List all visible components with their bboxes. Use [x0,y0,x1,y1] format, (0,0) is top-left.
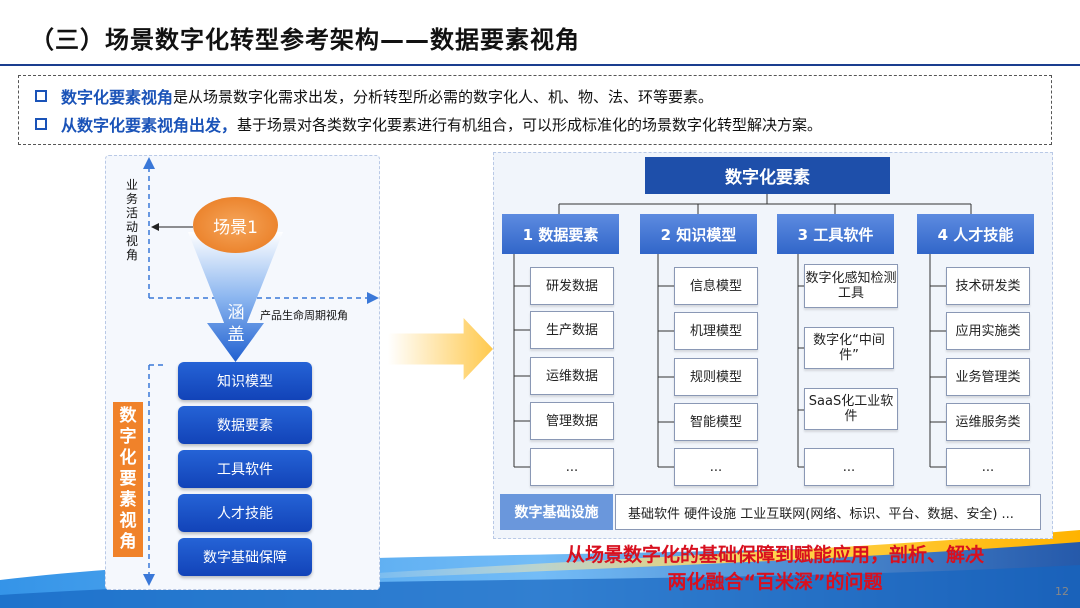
leaf-item: ... [946,448,1030,486]
digital-elements-header: 数字化要素 [645,157,890,194]
left-block-knowledge-model: 知识模型 [178,362,312,400]
leaf-item: 研发数据 [530,267,614,305]
page-title: （三）场景数字化转型参考架构——数据要素视角 [30,26,580,54]
intro-text-2: 基于场景对各类数字化要素进行有机组合，可以形成标准化的场景数字化转型解决方案。 [237,115,823,134]
intro-emphasis-1: 数字化要素视角 [61,88,174,107]
leaf-item: 规则模型 [674,358,758,396]
left-block-data-elements: 数据要素 [178,406,312,444]
page-number: 12 [1055,585,1069,598]
leaf-item: 生产数据 [530,311,614,349]
leaf-item: 运维服务类 [946,403,1030,441]
conclusion-line-1: 从场景数字化的基础保障到赋能应用，剖析、解决 [565,544,984,566]
transition-arrow-icon [388,318,493,380]
leaf-item: ... [674,448,758,486]
cover-label: 涵盖 [227,303,245,345]
left-block-tool-software: 工具软件 [178,450,312,488]
leaf-item: 智能模型 [674,403,758,441]
intro-line-2: 从数字化要素视角出发， 基于场景对各类数字化要素进行有机组合，可以形成标准化的场… [35,110,1035,138]
leaf-item: 管理数据 [530,402,614,440]
left-block-talent-skills: 人才技能 [178,494,312,532]
decorative-wave [0,530,1080,608]
leaf-item: 数字化“中间件” [804,327,894,369]
leaf-item: 运维数据 [530,357,614,395]
bullet-square-icon [35,118,47,130]
bullet-square-icon [35,90,47,102]
infrastructure-text: 基础软件 硬件设施 工业互联网(网络、标识、平台、数据、安全) ... [615,494,1041,530]
leaf-item: 数字化感知检测工具 [804,264,898,308]
leaf-item: 应用实施类 [946,312,1030,350]
category-tool-software: 3 工具软件 [777,214,894,254]
intro-text-1: 是从场景数字化需求出发，分析转型所必需的数字化人、机、物、法、环等要素。 [173,87,714,106]
intro-line-1: 数字化要素视角 是从场景数字化需求出发，分析转型所必需的数字化人、机、物、法、环… [35,82,1035,110]
category-talent-skills: 4 人才技能 [917,214,1034,254]
horizontal-axis-label: 产品生命周期视角 [260,309,348,322]
title-divider [0,64,1080,66]
category-data-elements: 1 数据要素 [502,214,619,254]
leaf-item: 机理模型 [674,312,758,350]
infrastructure-label: 数字基础设施 [500,494,613,530]
intro-box: 数字化要素视角 是从场景数字化需求出发，分析转型所必需的数字化人、机、物、法、环… [18,75,1052,145]
scene-bubble: 场景1 [193,197,278,253]
vertical-axis-label: 业务活动视角 [125,178,138,262]
leaf-item: SaaS化工业软件 [804,388,898,430]
conclusion-text: 从场景数字化的基础保障到赋能应用，剖析、解决 两化融合“百米深”的问题 [505,542,1045,596]
intro-emphasis-2: 从数字化要素视角出发， [61,116,238,135]
conclusion-line-2: 两化融合“百米深”的问题 [667,571,883,593]
leaf-item: 信息模型 [674,267,758,305]
leaf-item: 技术研发类 [946,267,1030,305]
leaf-item: ... [530,448,614,486]
left-block-digital-foundation: 数字基础保障 [178,538,312,576]
category-knowledge-model: 2 知识模型 [640,214,757,254]
side-label-box: 数字化要素视角 [113,402,143,557]
leaf-item: ... [804,448,894,486]
leaf-item: 业务管理类 [946,358,1030,396]
